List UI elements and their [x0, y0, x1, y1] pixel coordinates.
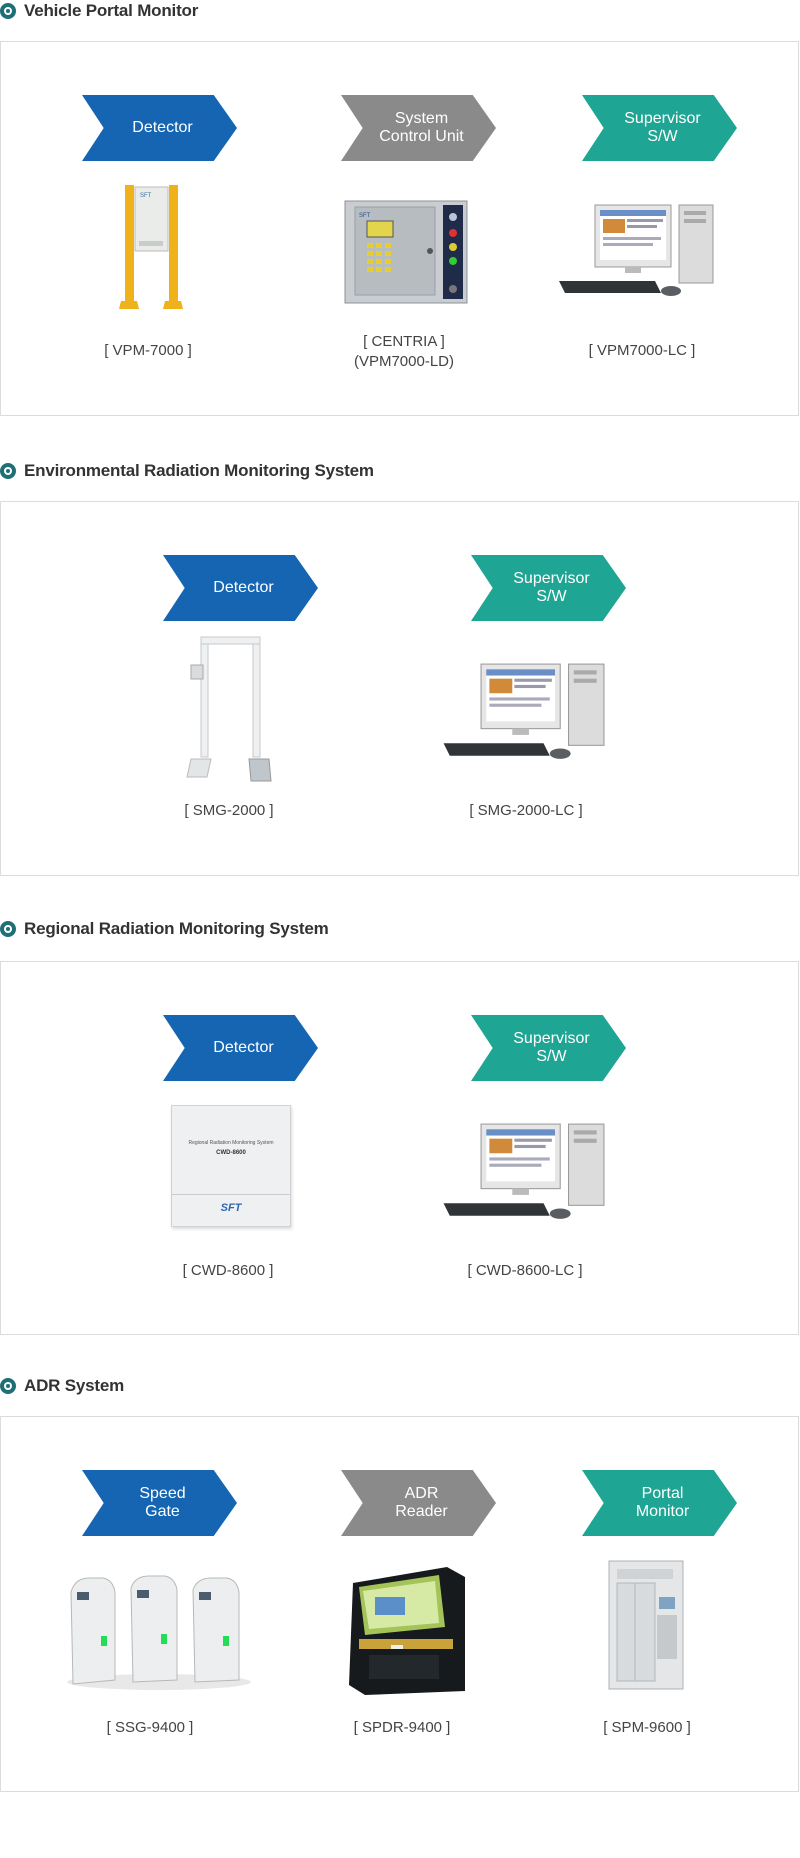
device-label: Regional Radiation Monitoring System [188, 1140, 274, 1146]
step-supervisor-sw: Supervisor S/W [582, 95, 737, 161]
step-detector: Detector [82, 95, 237, 161]
step-detector: Detector [163, 555, 318, 621]
computer-icon [559, 204, 714, 296]
section-box-environmental-radiation: Detector Supervisor S/W [ SMG-2000 ] [ S… [0, 501, 799, 876]
section-box-adr-system: Speed Gate ADR Reader Portal Monitor [0, 1416, 799, 1792]
caption-smg-2000-lc: [ SMG-2000-LC ] [469, 802, 583, 819]
caption-cwd-8600: [ CWD-8600 ] [182, 1262, 274, 1279]
step-supervisor-sw: Supervisor S/W [471, 555, 626, 621]
section-heading: Vehicle Portal Monitor [24, 1, 199, 20]
section-heading: Regional Radiation Monitoring System [24, 919, 329, 938]
caption-cwd-8600-lc: [ CWD-8600-LC ] [467, 1262, 583, 1279]
svg-text:SFT: SFT [359, 213, 371, 219]
speed-gate-icon [67, 1575, 251, 1690]
device-brand: SFT [220, 1202, 242, 1214]
step-detector: Detector [163, 1015, 318, 1081]
step-portal-monitor: Portal Monitor [582, 1470, 737, 1536]
bullet-icon [0, 463, 16, 479]
svg-text:SFT: SFT [140, 193, 152, 199]
portal-monitor-icon [608, 1560, 684, 1690]
bullet-icon [0, 921, 16, 937]
computer-icon [443, 663, 605, 759]
section-heading: ADR System [24, 1376, 125, 1395]
section-title-environmental-radiation: Environmental Radiation Monitoring Syste… [0, 460, 374, 482]
section-box-vehicle-portal-monitor: Detector System Control Unit Supervisor … [0, 41, 799, 416]
caption-smg-2000: [ SMG-2000 ] [184, 802, 274, 819]
step-supervisor-sw: Supervisor S/W [471, 1015, 626, 1081]
wall-detector-icon: Regional Radiation Monitoring System CWD… [171, 1105, 291, 1227]
section-title-vehicle-portal-monitor: Vehicle Portal Monitor [0, 0, 198, 22]
computer-icon [443, 1123, 605, 1219]
caption-spm-9600: [ SPM-9600 ] [603, 1719, 691, 1736]
section-box-regional-radiation: Detector Supervisor S/W Regional Radiati… [0, 961, 799, 1335]
caption-ssg-9400: [ SSG-9400 ] [106, 1719, 194, 1736]
step-system-control-unit: System Control Unit [341, 95, 496, 161]
section-title-adr-system: ADR System [0, 1375, 124, 1397]
gate-detector-icon [186, 636, 272, 782]
control-unit-icon: SFT [344, 200, 468, 304]
caption-centria: [ CENTRIA ] (VPM7000-LD) [353, 333, 455, 370]
adr-reader-icon [349, 1567, 465, 1695]
panel-divider [172, 1194, 290, 1195]
caption-spdr-9400: [ SPDR-9400 ] [353, 1719, 451, 1736]
caption-vpm-7000: [ VPM-7000 ] [104, 342, 192, 359]
device-model: CWD-8600 [216, 1150, 246, 1156]
section-title-regional-radiation: Regional Radiation Monitoring System [0, 918, 329, 940]
step-adr-reader: ADR Reader [341, 1470, 496, 1536]
bullet-icon [0, 1378, 16, 1394]
section-heading: Environmental Radiation Monitoring Syste… [24, 461, 374, 480]
caption-vpm7000-lc: [ VPM7000-LC ] [588, 342, 696, 359]
portal-detector-icon: SFT [119, 185, 183, 309]
step-speed-gate: Speed Gate [82, 1470, 237, 1536]
bullet-icon [0, 3, 16, 19]
